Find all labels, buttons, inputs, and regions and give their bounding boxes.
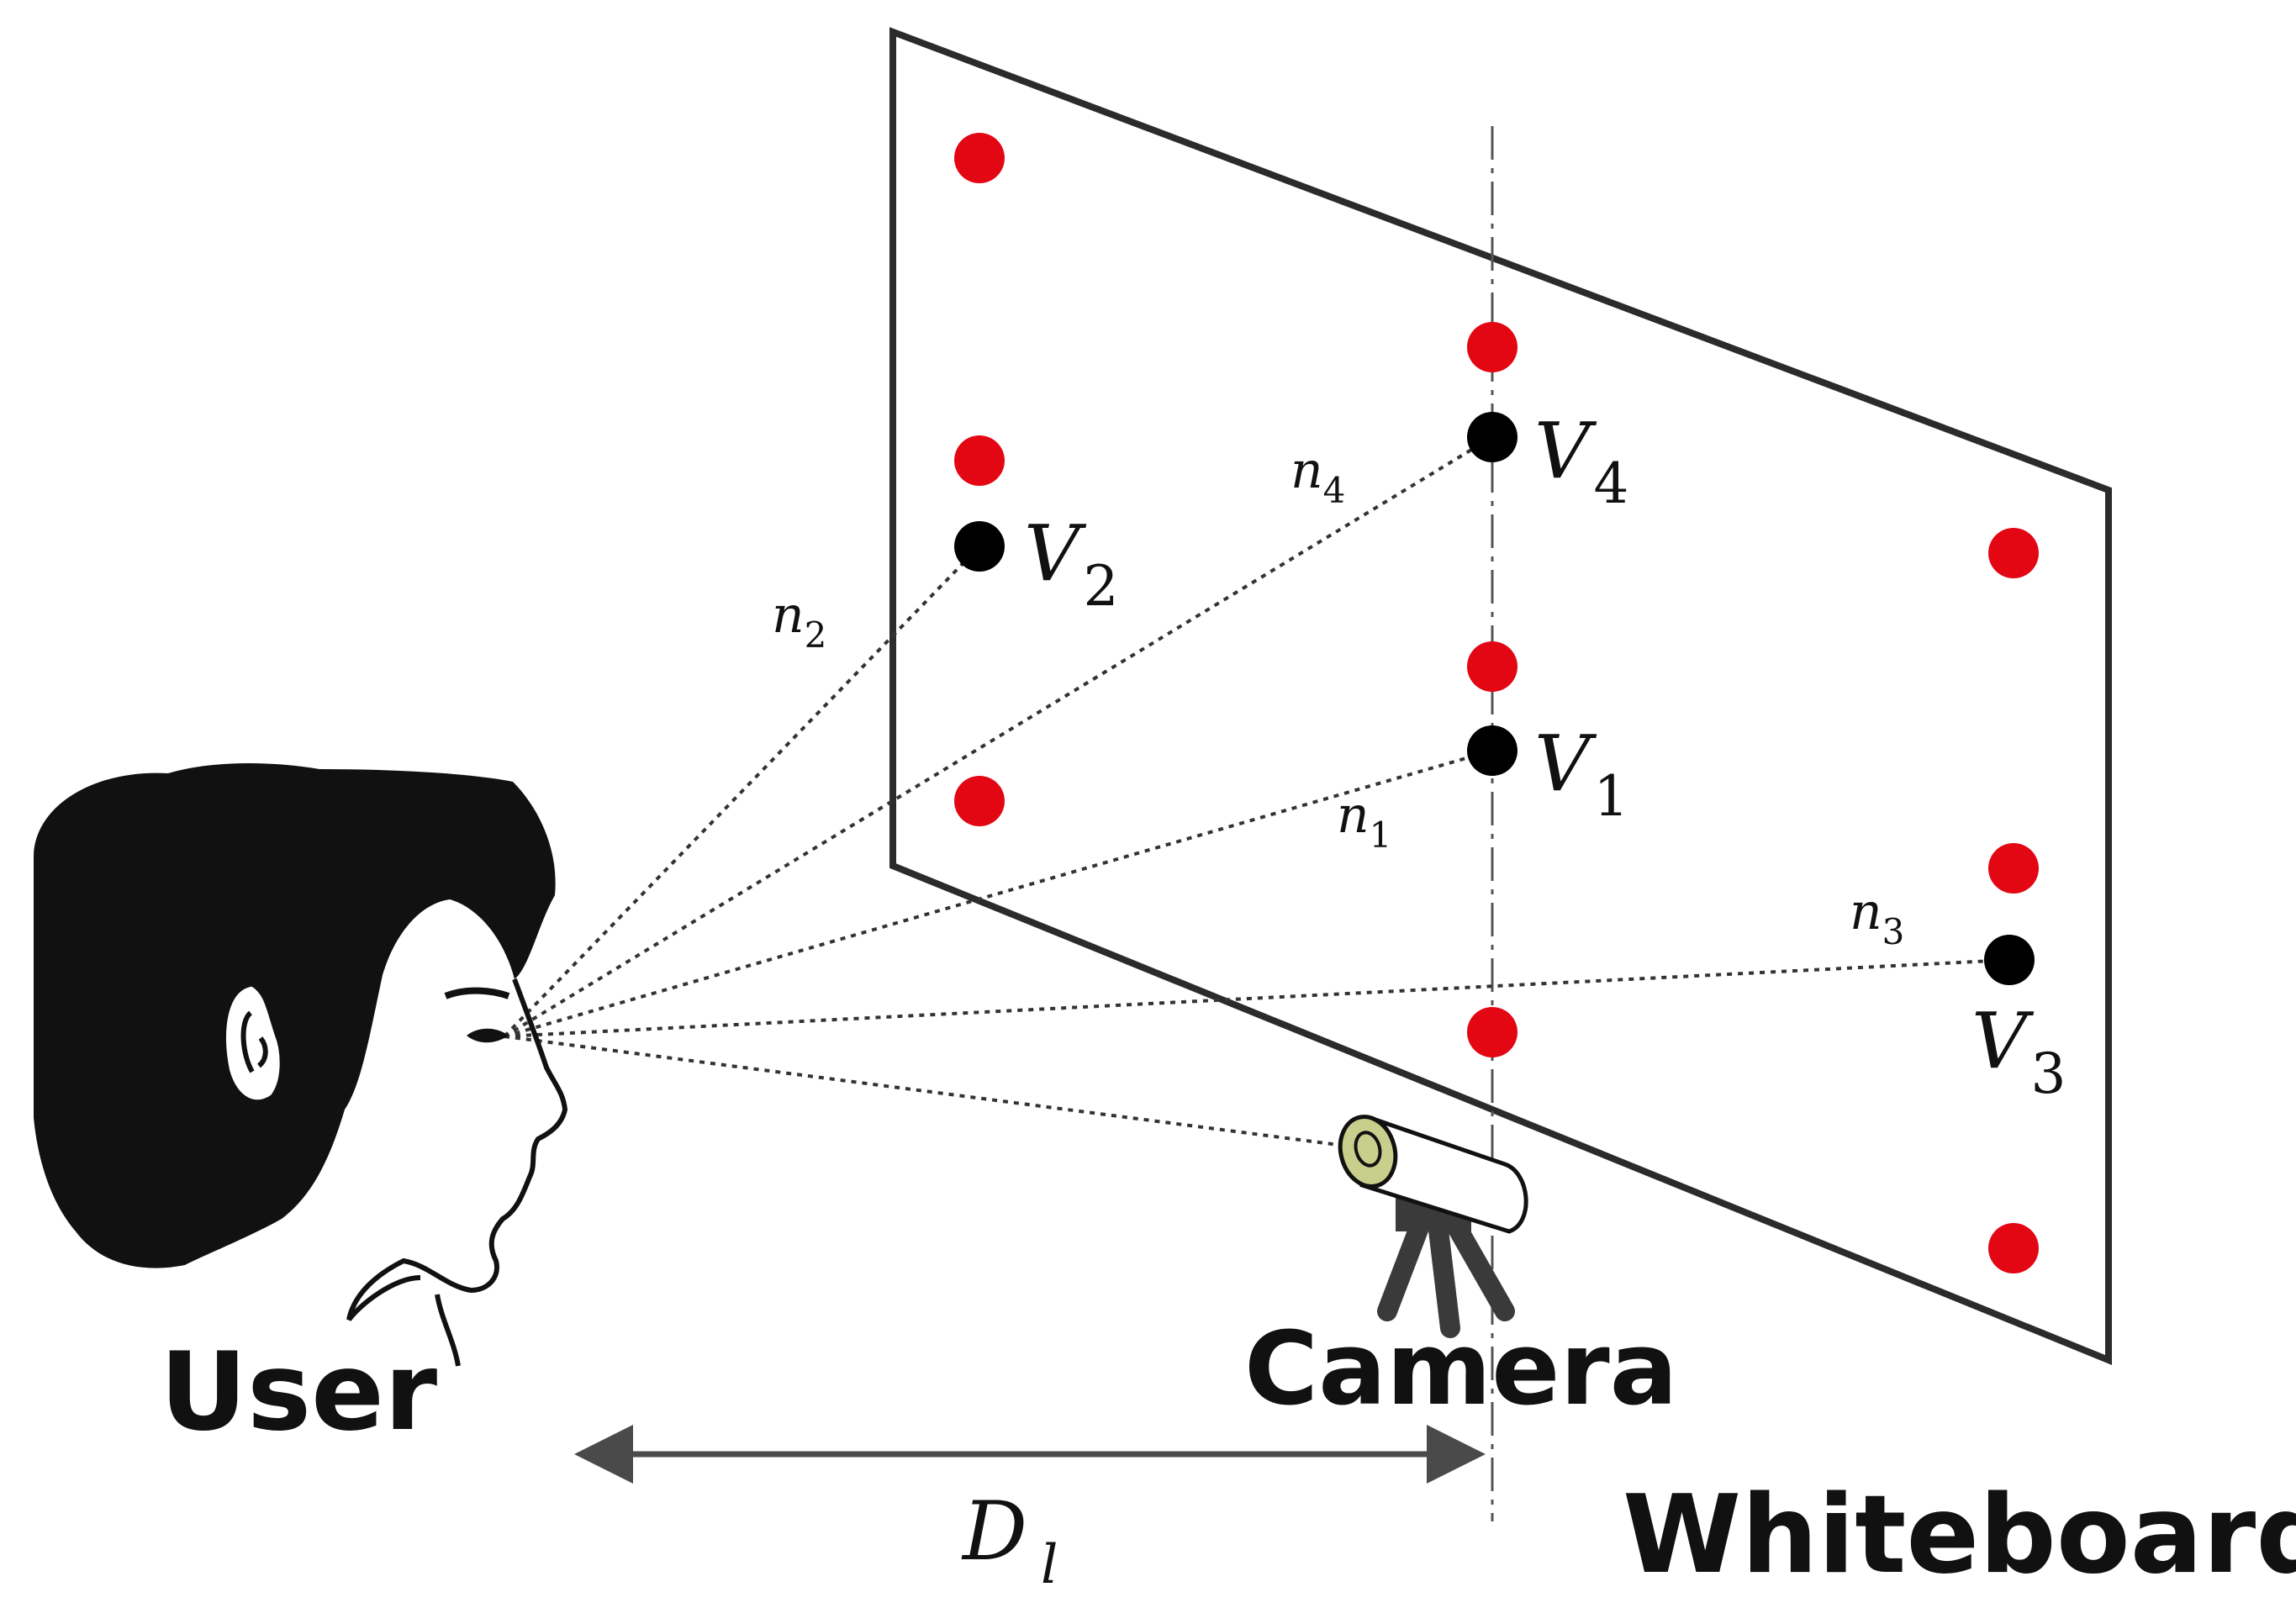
- user-eyebrow: [444, 987, 510, 999]
- calibration-dot: [954, 776, 1005, 826]
- target-dot-v4: [1467, 412, 1517, 462]
- target-dot-v3: [1984, 935, 2035, 985]
- gaze-label-n2: n2: [772, 586, 826, 656]
- gaze-line-v4: [503, 435, 1494, 1038]
- user-ear: [220, 980, 286, 1106]
- user-hair: [34, 763, 556, 1268]
- gaze-label-n1: n1: [1337, 786, 1391, 856]
- calibration-dot: [1988, 528, 2039, 578]
- camera-body: [1359, 1115, 1528, 1234]
- target-label-v3: V3: [1971, 996, 2066, 1106]
- whiteboard-label: Whiteboard: [1623, 1473, 2296, 1598]
- target-dots: [954, 412, 2035, 985]
- target-label-v4: V4: [1534, 406, 1628, 516]
- user-neck: [435, 1294, 461, 1367]
- user-eye: [467, 1028, 509, 1043]
- calibration-dot: [1467, 1007, 1517, 1057]
- user-head-icon: [34, 763, 568, 1367]
- target-label-v2: V2: [1024, 509, 1118, 619]
- gaze-line-v2: [503, 545, 981, 1038]
- gaze-lines: [503, 435, 2010, 1149]
- user-face-profile: [346, 978, 568, 1321]
- user-label: User: [160, 1330, 437, 1455]
- calibration-dot: [1988, 843, 2039, 894]
- target-dot-v2: [954, 521, 1005, 572]
- calibration-dot: [954, 133, 1005, 183]
- camera-lens-inner: [1354, 1131, 1382, 1168]
- gaze-label-n3: n3: [1850, 883, 1904, 952]
- camera-label: Camera: [1244, 1311, 1678, 1428]
- calibration-dots: [954, 133, 2039, 1273]
- whiteboard-panel: [889, 27, 2112, 1365]
- target-label-v1: V1: [1534, 719, 1628, 829]
- calibration-dot: [1467, 322, 1517, 372]
- calibration-dot: [1467, 641, 1517, 692]
- gaze-line-v1: [504, 749, 1493, 1038]
- gaze-line-v3: [504, 958, 2010, 1038]
- calibration-dot: [954, 435, 1005, 486]
- tripod-legs: [1377, 1213, 1515, 1338]
- gaze-label-n4: n4: [1291, 441, 1345, 511]
- camera-lens: [1338, 1115, 1398, 1189]
- camera-icon: [1338, 1115, 1528, 1338]
- calibration-dot: [1988, 1223, 2039, 1273]
- target-dot-v1: [1467, 725, 1517, 776]
- user-ear-inner: [240, 1010, 268, 1073]
- gaze-line-camera: [504, 1035, 1359, 1149]
